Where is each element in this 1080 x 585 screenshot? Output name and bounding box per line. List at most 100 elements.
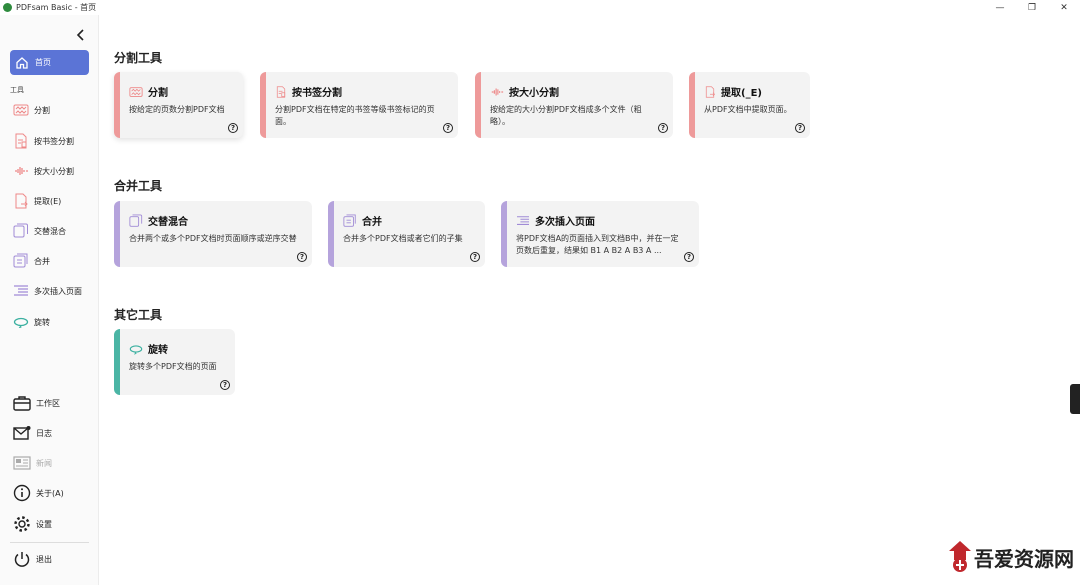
sidebar-item-settings[interactable]: 设置 [13, 514, 52, 534]
sidebar-item-label: 日志 [36, 428, 52, 438]
maximize-button[interactable]: ❐ [1027, 2, 1037, 13]
card-title: 旋转 [148, 345, 168, 356]
card-header: 旋转 [129, 341, 168, 356]
sidebar-item-label: 旋转 [34, 317, 50, 327]
sidebar-item-exit[interactable]: 退出 [13, 549, 52, 569]
group-title-other: 其它工具 [114, 308, 163, 322]
sidebar-item-label: 关于(A) [36, 488, 64, 498]
alternate-mix-icon [129, 213, 143, 227]
help-icon[interactable]: ? [297, 252, 307, 262]
sidebar-item-label: 退出 [36, 554, 52, 564]
card-stripe [501, 201, 507, 267]
card-header: 合并 [343, 213, 382, 228]
split-icon [13, 104, 29, 116]
merge-icon [13, 253, 28, 268]
alternate-mix-icon [13, 223, 28, 238]
tool-card-insert-multiple[interactable]: 多次插入页面 将PDF文档A的页面插入到文档B中，并在一定页数后重复，结果如 B… [501, 201, 699, 267]
sidebar: 首页 工具 分割 按书签分割 按大小分割 提取(E) 交替混合 合并 多次插入页… [0, 15, 99, 585]
sidebar-item-label: 交替混合 [34, 226, 66, 236]
sidebar-item-log[interactable]: 日志 [13, 423, 52, 443]
title-bar: PDFsam Basic - 首页 — ❐ ✕ [0, 0, 1080, 15]
card-title: 提取(_E) [721, 88, 762, 99]
mail-icon [13, 426, 31, 440]
card-header: 提取(_E) [704, 84, 762, 99]
card-header: 交替混合 [129, 213, 188, 228]
card-description: 旋转多个PDF文档的页面 [129, 362, 217, 371]
sidebar-item-workspace[interactable]: 工作区 [13, 393, 60, 413]
sidebar-item-label: 多次插入页面 [34, 286, 82, 296]
help-icon[interactable]: ? [228, 123, 238, 133]
side-panel-handle[interactable] [1070, 384, 1080, 414]
help-icon[interactable]: ? [470, 252, 480, 262]
card-title: 交替混合 [148, 217, 188, 228]
sidebar-item-rotate[interactable]: 旋转 [13, 312, 50, 332]
card-title: 分割 [148, 88, 168, 99]
news-icon [13, 456, 31, 470]
sidebar-item-extract[interactable]: 提取(E) [13, 191, 61, 211]
minimize-button[interactable]: — [995, 2, 1005, 13]
close-button[interactable]: ✕ [1060, 2, 1068, 13]
chevron-left-icon [76, 29, 84, 41]
tool-card-alternate-mix[interactable]: 交替混合 合并两个或多个PDF文档时页面顺序或逆序交替 ? [114, 201, 312, 267]
app-logo-icon [3, 3, 12, 12]
card-title: 多次插入页面 [535, 217, 595, 228]
main-content: 分割工具 分割 按给定的页数分割PDF文档 ? 按书签分割 分割PDF文档在特定… [99, 15, 1080, 585]
group-title-split: 分割工具 [114, 51, 163, 65]
bookmark-document-icon [276, 85, 286, 98]
sidebar-item-label: 按大小分割 [34, 166, 74, 176]
tool-card-rotate[interactable]: 旋转 旋转多个PDF文档的页面 ? [114, 329, 235, 395]
watermark-text: 吾爱资源网 [974, 546, 1074, 571]
help-icon[interactable]: ? [220, 380, 230, 390]
tools-section-label: 工具 [10, 86, 24, 94]
merge-icon [343, 213, 356, 227]
card-stripe [114, 201, 120, 267]
card-description: 将PDF文档A的页面插入到文档B中，并在一定页数后重复，结果如 B1 A B2 … [516, 234, 679, 255]
extract-icon [705, 85, 716, 98]
card-title: 合并 [362, 217, 382, 228]
help-icon[interactable]: ? [443, 123, 453, 133]
tool-card-split-size[interactable]: 按大小分割 按给定的大小分割PDF文档成多个文件（粗略）。 ? [475, 72, 673, 138]
window-controls: — ❐ ✕ [984, 0, 1080, 15]
briefcase-icon [13, 396, 31, 411]
sidebar-item-label: 设置 [36, 519, 52, 529]
collapse-sidebar-button[interactable] [74, 29, 88, 43]
card-description: 合并多个PDF文档或者它们的子集 [343, 234, 463, 243]
card-stripe [328, 201, 334, 267]
sidebar-item-label: 按书签分割 [34, 136, 74, 146]
tool-card-split[interactable]: 分割 按给定的页数分割PDF文档 ? [114, 72, 243, 138]
help-icon[interactable]: ? [658, 123, 668, 133]
sidebar-item-label: 提取(E) [34, 196, 62, 206]
power-icon [14, 552, 30, 567]
tool-card-merge[interactable]: 合并 合并多个PDF文档或者它们的子集 ? [328, 201, 485, 267]
extract-icon [15, 193, 28, 209]
help-icon[interactable]: ? [684, 252, 694, 262]
card-title: 按大小分割 [509, 88, 559, 99]
sidebar-item-label: 分割 [34, 105, 50, 115]
sidebar-item-home[interactable]: 首页 [10, 50, 89, 75]
sidebar-item-about[interactable]: 关于(A) [13, 483, 64, 503]
sidebar-item-label: 合并 [34, 256, 50, 266]
sidebar-item-split-bookmarks[interactable]: 按书签分割 [13, 131, 74, 151]
sidebar-item-alternate-mix[interactable]: 交替混合 [13, 221, 66, 241]
card-description: 合并两个或多个PDF文档时页面顺序或逆序交替 [129, 234, 297, 243]
insert-pages-icon [14, 285, 28, 296]
card-stripe [689, 72, 695, 138]
card-header: 多次插入页面 [516, 213, 595, 228]
watermark-logo-icon [949, 541, 971, 572]
tool-card-split-bookmarks[interactable]: 按书签分割 分割PDF文档在特定的书签等级书签标记的页面。 ? [260, 72, 458, 138]
bookmark-document-icon [15, 133, 27, 149]
card-header: 分割 [129, 84, 168, 99]
card-header: 按书签分割 [275, 84, 342, 99]
sidebar-item-insert-multiple[interactable]: 多次插入页面 [13, 281, 82, 301]
sidebar-item-merge[interactable]: 合并 [13, 251, 50, 271]
tool-card-extract[interactable]: 提取(_E) 从PDF文档中提取页面。 ? [689, 72, 810, 138]
sidebar-item-news: 新闻 [13, 453, 52, 473]
help-icon[interactable]: ? [795, 123, 805, 133]
home-icon [16, 56, 28, 69]
card-description: 按给定的页数分割PDF文档 [129, 105, 225, 114]
sidebar-item-label: 工作区 [36, 398, 60, 408]
split-icon [129, 86, 143, 97]
sidebar-item-split-size[interactable]: 按大小分割 [13, 161, 74, 181]
sidebar-item-split[interactable]: 分割 [13, 100, 50, 120]
card-description: 分割PDF文档在特定的书签等级书签标记的页面。 [275, 105, 435, 126]
